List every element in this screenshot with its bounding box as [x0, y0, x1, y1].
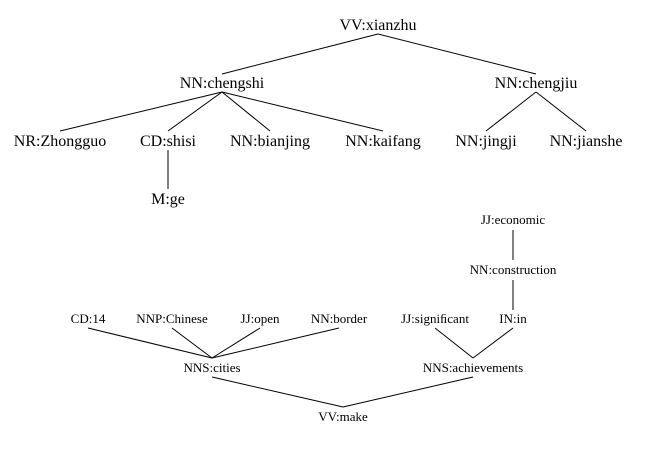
edge-open-cities: [211, 327, 261, 359]
top-tree-edges: [59, 33, 587, 189]
node-jianshe: NN:jianshe: [550, 133, 623, 150]
edge-chinese-cities: [171, 327, 213, 359]
node-xianzhu: VV:xianzhu: [339, 17, 416, 34]
edge-chengshi-shisi: [167, 91, 223, 132]
edge-chengshi-zhongguo: [59, 91, 223, 132]
node-bianjing: NN:bianjing: [230, 133, 310, 150]
edge-border-cities: [211, 327, 340, 359]
edge-cd14-cities: [87, 327, 213, 359]
edge-in-achievements: [472, 327, 514, 359]
edge-cities-make: [211, 376, 344, 408]
node-achievements: NNS:achievements: [423, 360, 523, 375]
node-kaifang: NN:kaifang: [345, 133, 421, 150]
edge-xianzhu-chengjiu: [377, 33, 537, 75]
node-shisi: CD:shisi: [140, 133, 197, 150]
node-significant: JJ:signiﬁcant: [401, 311, 469, 326]
node-ge: M:ge: [151, 191, 185, 208]
node-zhongguo: NR:Zhongguo: [14, 133, 106, 150]
node-open: JJ:open: [241, 311, 281, 326]
node-chengshi: NN:chengshi: [180, 75, 265, 92]
node-jingji: NN:jingji: [455, 133, 517, 150]
node-chengjiu: NN:chengjiu: [495, 75, 578, 92]
node-in: IN:in: [499, 311, 527, 326]
node-make: VV:make: [318, 409, 368, 424]
edge-chengjiu-jianshe: [535, 91, 587, 132]
edge-chengshi-bianjing: [221, 91, 271, 132]
bottom-tree-nodes: JJ:economic NN:construction CD:14 NNP:Ch…: [71, 212, 557, 424]
node-border: NN:border: [311, 311, 368, 326]
node-cities: NNS:cities: [183, 360, 240, 375]
node-economic: JJ:economic: [481, 212, 545, 227]
top-tree-nodes: VV:xianzhu NN:chengshi NN:chengjiu NR:Zh…: [14, 17, 623, 208]
node-construction: NN:construction: [470, 262, 557, 277]
edge-chengshi-kaifang: [221, 91, 384, 132]
bottom-tree-edges: [87, 230, 514, 408]
edge-achievements-make: [342, 376, 474, 408]
node-cd14: CD:14: [71, 311, 106, 326]
edge-xianzhu-chengshi: [221, 33, 379, 75]
edge-chengjiu-jingji: [485, 91, 537, 132]
edge-significant-achievements: [434, 327, 474, 359]
node-chinese: NNP:Chinese: [136, 311, 208, 326]
